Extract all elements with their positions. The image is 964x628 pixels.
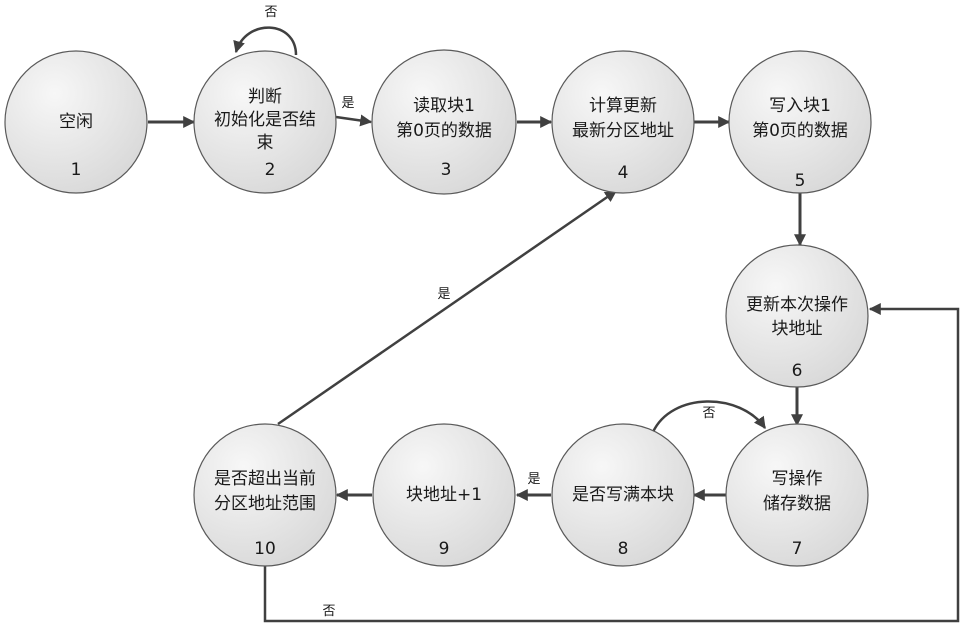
state-3-label-line-1: 读取块1: [413, 96, 475, 116]
state-node-1: 空闲 1: [4, 50, 148, 194]
transitions: 否 是 否 是 是 否: [148, 5, 960, 623]
state-node-9: 块地址+1 9: [372, 423, 516, 567]
edge-10-to-6-label: 否: [322, 604, 335, 619]
edge-8-to-7-label: 否: [702, 406, 715, 421]
edge-10-to-4: [277, 189, 617, 426]
edge-10-to-6: [263, 303, 960, 623]
state-1-label-line-1: 空闲: [59, 112, 93, 132]
state-node-4: 计算更新 最新分区地址 4: [551, 50, 695, 194]
state-3-number: 3: [441, 160, 452, 180]
state-node-7: 写操作 储存数据 7: [725, 423, 869, 567]
state-2-number: 2: [265, 160, 276, 180]
state-8-number: 8: [618, 539, 629, 559]
state-10-number: 10: [254, 539, 276, 559]
state-10-label-line-1: 是否超出当前: [214, 469, 316, 489]
state-7-number: 7: [792, 539, 803, 559]
state-2-label-line-3: 束: [257, 133, 274, 153]
state-3-label-line-2: 第0页的数据: [396, 121, 492, 141]
state-9-number: 9: [439, 539, 450, 559]
state-6-number: 6: [792, 361, 803, 381]
state-node-8: 是否写满本块 8: [551, 423, 695, 567]
state-4-label-line-2: 最新分区地址: [572, 121, 674, 141]
state-2-label-line-2: 初始化是否结: [214, 110, 316, 130]
state-6-label-line-1: 更新本次操作: [746, 295, 848, 315]
state-8-label-line-1: 是否写满本块: [572, 485, 674, 505]
state-10-label-line-2: 分区地址范围: [214, 494, 316, 514]
state-node-3: 读取块1 第0页的数据 3: [371, 49, 517, 195]
state-9-label-line-1: 块地址+1: [406, 485, 482, 505]
state-4-label-line-1: 计算更新: [589, 96, 657, 116]
states: 空闲 1 判断 初始化是否结 束 2 读取块1 第0页的数据 3 计算更新 最新…: [4, 49, 872, 567]
state-5-label-line-2: 第0页的数据: [752, 121, 848, 141]
edge-8-to-7: [651, 400, 767, 433]
state-7-label-line-2: 储存数据: [763, 494, 831, 514]
edge-2-self-loop: [233, 26, 298, 56]
edge-8-to-9-label: 是: [527, 472, 540, 487]
state-5-number: 5: [795, 171, 806, 191]
state-node-10: 是否超出当前 分区地址范围 10: [193, 423, 337, 567]
state-5-label-line-1: 写入块1: [769, 96, 831, 116]
state-1-number: 1: [71, 160, 82, 180]
state-node-6: 更新本次操作 块地址 6: [725, 244, 869, 388]
state-6-label-line-2: 块地址: [772, 319, 823, 339]
edge-2-to-3-label: 是: [341, 96, 354, 111]
state-node-5: 写入块1 第0页的数据 5: [728, 50, 872, 194]
state-7-label-line-1: 写操作: [772, 469, 823, 489]
edge-2-to-3: [335, 114, 373, 127]
state-2-label-line-1: 判断: [248, 87, 282, 107]
edge-10-to-4-label: 是: [437, 287, 450, 302]
state-4-number: 4: [618, 163, 629, 183]
state-node-2: 判断 初始化是否结 束 2: [193, 50, 337, 194]
edge-2-self-loop-label: 否: [264, 5, 277, 20]
